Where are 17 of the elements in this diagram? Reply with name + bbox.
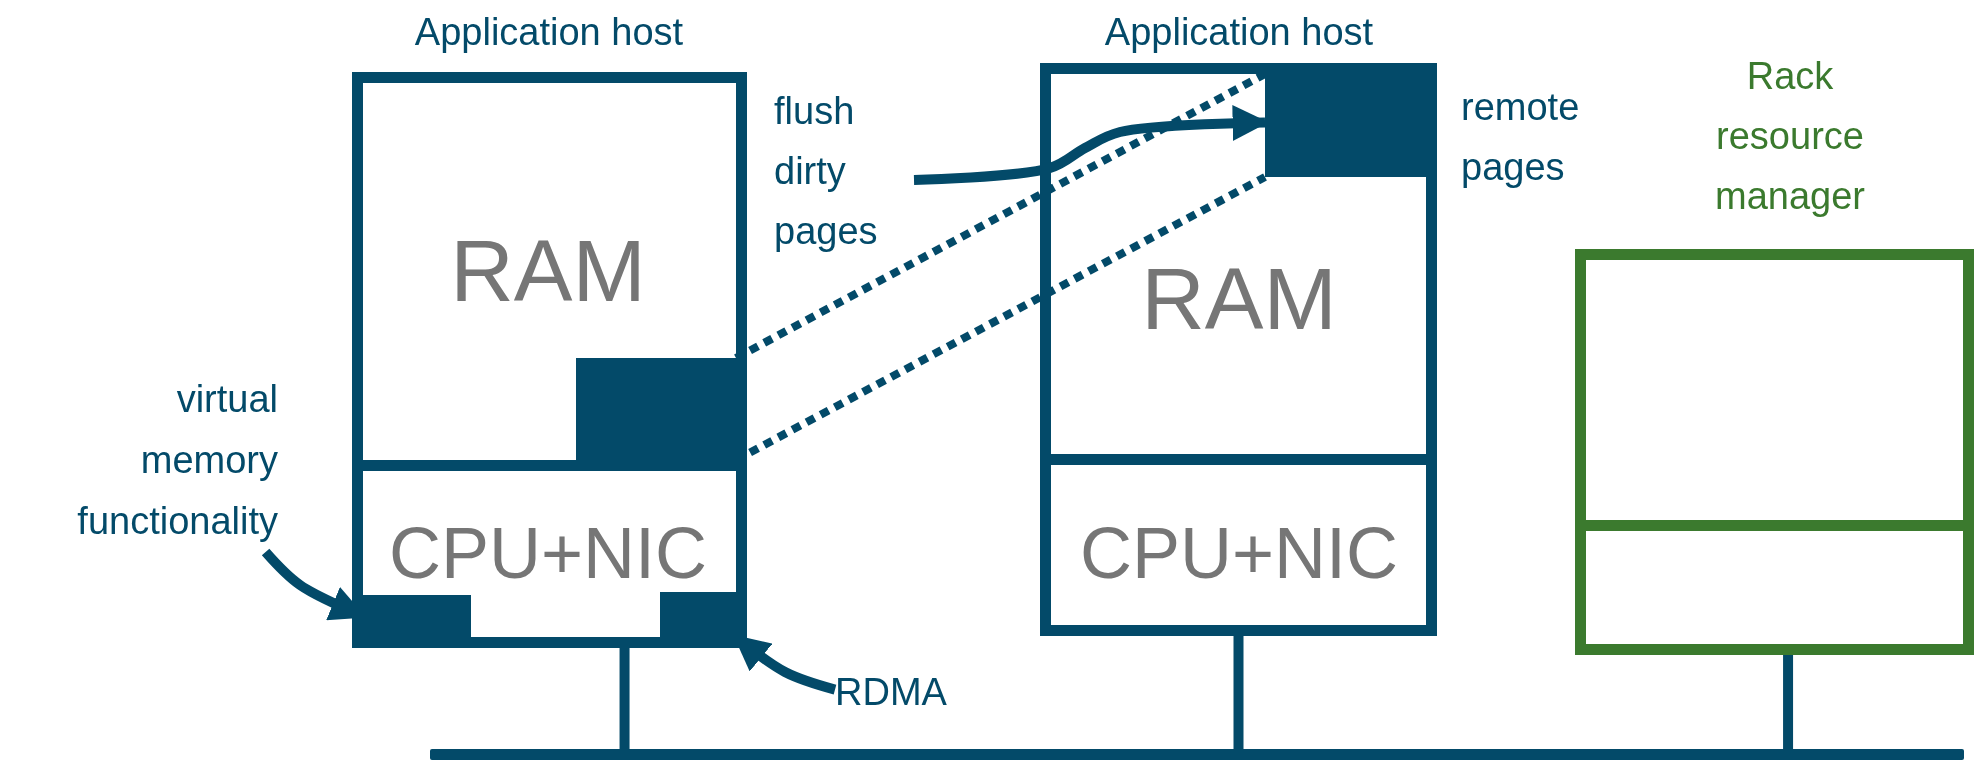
host-title: Application host (413, 10, 685, 55)
connector-line (1783, 655, 1794, 749)
manager-title: Rack resource manager (1714, 54, 1866, 219)
section-label: CPU+NIC (1078, 514, 1400, 593)
connector-line (1233, 636, 1244, 749)
manager-section (1575, 531, 1974, 655)
connector-line (619, 648, 630, 749)
section-label: CPU+NIC (387, 514, 709, 593)
annotation-text: virtual memory functionality (30, 369, 278, 552)
block-caption: remote pages (1461, 85, 1581, 190)
annotation-text: RDMA (835, 668, 995, 716)
section-label: RAM (449, 222, 647, 319)
host-title: Application host (1103, 10, 1375, 55)
manager-section (1575, 249, 1974, 531)
section-label: RAM (1140, 250, 1338, 347)
network-bus (430, 749, 1964, 760)
annotation-text: flush dirty pages (774, 81, 914, 261)
